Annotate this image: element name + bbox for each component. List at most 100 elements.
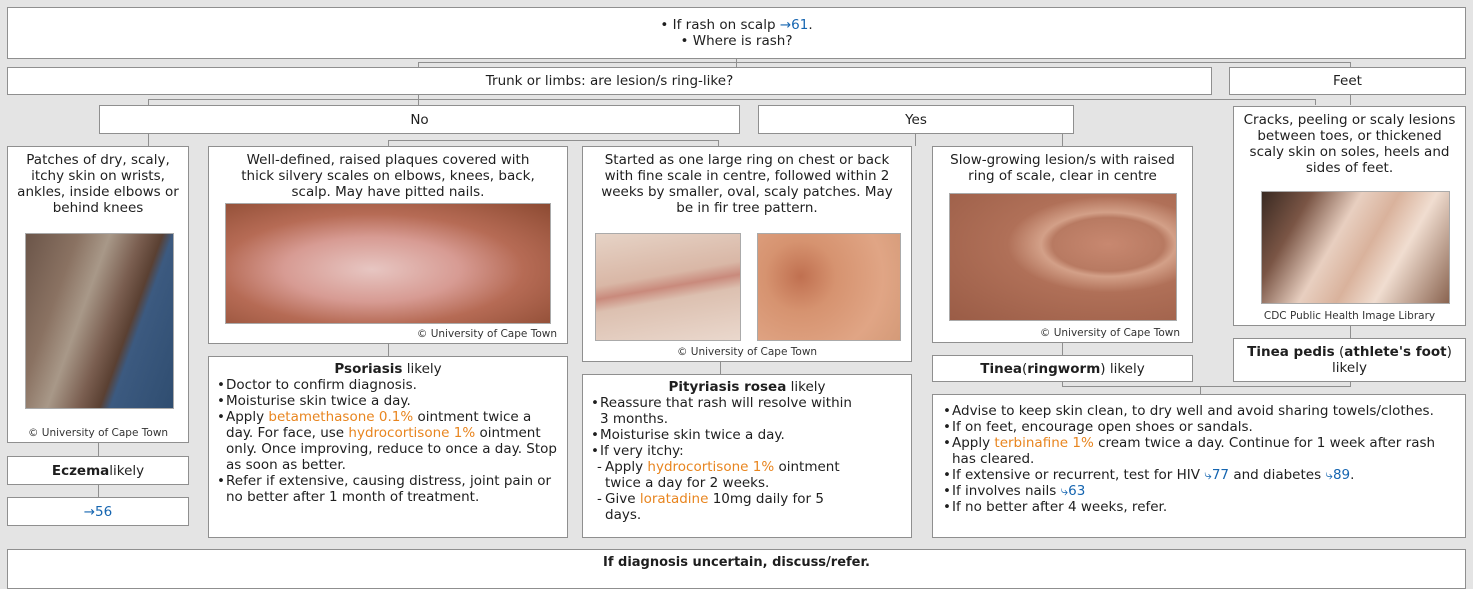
list-item: Apply betamethasone 0.1% ointment twice … [217,409,559,473]
yes-box: Yes [758,105,1074,134]
tinea-pedis-diagnosis-box: Tinea pedis (athlete's foot) likely [1233,338,1466,382]
list-item: If on feet, encourage open shoes or sand… [943,419,1453,435]
page-56-link[interactable]: →56 [84,504,113,520]
loratadine-drug: loratadine [640,491,709,507]
connector [1350,94,1351,105]
connector [1315,99,1316,105]
pityriasis-photo-credit: © University of Cape Town [583,346,911,358]
scalp-question: If rash on scalp [673,17,780,33]
psoriasis-management-list: Doctor to confirm diagnosis. Moisturise … [217,377,559,505]
connector [148,99,1316,100]
connector [1062,343,1063,355]
no-box: No [99,105,740,134]
psoriasis-name: Psoriasis [334,361,402,377]
list-item: If very itchy: [591,443,863,459]
pityriasis-management-box: Pityriasis rosea likely Reassure that ra… [582,374,912,538]
connector [1062,134,1063,146]
eczema-likely: likely [109,463,144,479]
list-item: If involves nails ⤷63 [943,483,1453,499]
tinea-management-box: Advise to keep skin clean, to dry well a… [932,394,1466,538]
tinea-management-list: Advise to keep skin clean, to dry well a… [943,403,1453,515]
hydrocortisone-drug: hydrocortisone 1% [647,459,774,475]
connector [388,344,389,356]
list-item: Reassure that rash will resolve within 3… [591,395,863,427]
uncertain-diagnosis-box: If diagnosis uncertain, discuss/refer. [7,549,1466,589]
connector [148,134,149,146]
pityriasis-photo-2 [757,233,901,341]
tinea-photo [949,193,1177,321]
scalp-question-end: . [808,17,812,33]
page-77-link[interactable]: ⤷77 [1204,467,1229,483]
connector [98,485,99,497]
ringworm-name: ringworm [1027,361,1100,377]
eczema-photo-credit: © University of Cape Town [8,427,188,439]
tinea-pedis-name: Tinea pedis [1247,344,1335,360]
tinea-description: Slow-growing lesion/s with raised ring o… [933,147,1192,184]
trunk-limbs-question: Trunk or limbs: are lesion/s ring-like? [486,73,734,89]
connector [915,134,916,146]
connector [98,442,99,456]
hydrocortisone-drug: hydrocortisone 1% [348,425,475,441]
psoriasis-photo [225,203,551,324]
tinea-pedis-paren-close: ) [1447,344,1452,360]
tinea-name: Tinea [980,361,1022,377]
connector [1200,386,1201,394]
feet-box: Feet [1229,67,1466,95]
connector [1062,386,1351,387]
eczema-description-box: Patches of dry, scaly, itchy skin on wri… [7,146,189,443]
psoriasis-description-box: Well-defined, raised plaques covered wit… [208,146,568,344]
feet-label: Feet [1333,73,1362,89]
pityriasis-management-list: Reassure that rash will resolve within 3… [591,395,903,523]
no-label: No [410,112,428,128]
tinea-photo-credit: © University of Cape Town [933,327,1192,339]
psoriasis-description: Well-defined, raised plaques covered wit… [209,147,567,200]
connector [1350,326,1351,338]
trunk-limbs-question-box: Trunk or limbs: are lesion/s ring-like? [7,67,1212,95]
connector [418,62,1351,63]
tinea-pedis-likely: likely [1332,360,1367,376]
tinea-pedis-paren-open: ( [1335,344,1345,360]
uncertain-diagnosis-text: If diagnosis uncertain, discuss/refer. [8,550,1465,570]
list-item: Refer if extensive, causing distress, jo… [217,473,559,505]
pityriasis-description-box: Started as one large ring on chest or ba… [582,146,912,362]
athletes-foot-name: athlete's foot [1344,344,1446,360]
connector [388,140,718,141]
pityriasis-description: Started as one large ring on chest or ba… [583,147,911,216]
list-item: Moisturise skin twice a day. [591,427,863,443]
rash-location-question: Where is rash? [693,33,793,49]
tinea-pedis-photo-credit: CDC Public Health Image Library [1234,310,1465,322]
tinea-likely: ) likely [1100,361,1144,377]
pityriasis-name: Pityriasis rosea [669,379,787,395]
list-item: If no better after 4 weeks, refer. [943,499,1453,515]
pityriasis-likely: likely [786,379,825,395]
page-63-link[interactable]: ⤷63 [1061,483,1086,499]
list-item: Give loratadine 10mg daily for 5 days. [591,491,863,523]
tinea-description-box: Slow-growing lesion/s with raised ring o… [932,146,1193,343]
connector [720,362,721,374]
list-item: Apply terbinafine 1% cream twice a day. … [943,435,1453,467]
list-item: Moisturise skin twice a day. [217,393,559,409]
list-item: Doctor to confirm diagnosis. [217,377,559,393]
terbinafine-drug: terbinafine 1% [994,435,1093,451]
tinea-pedis-photo [1261,191,1450,304]
tinea-diagnosis-box: Tinea (ringworm) likely [932,355,1193,382]
psoriasis-likely: likely [402,361,441,377]
scalp-question-box: • If rash on scalp →61. • Where is rash? [7,7,1466,59]
betamethasone-drug: betamethasone 0.1% [268,409,413,425]
eczema-name: Eczema [52,463,109,479]
eczema-diagnosis-box: Eczema likely [7,456,189,485]
tinea-pedis-description-box: Cracks, peeling or scaly lesions between… [1233,106,1466,326]
list-item: Apply hydrocortisone 1% ointment twice a… [591,459,863,491]
page-89-link[interactable]: ⤷89 [1325,467,1350,483]
list-item: If extensive or recurrent, test for HIV … [943,467,1453,483]
psoriasis-photo-credit: © University of Cape Town [209,328,567,340]
psoriasis-management-box: Psoriasis likely Doctor to confirm diagn… [208,356,568,538]
page-61-link[interactable]: →61 [780,17,809,33]
list-item: Advise to keep skin clean, to dry well a… [943,403,1453,419]
yes-label: Yes [905,112,927,128]
tinea-pedis-description: Cracks, peeling or scaly lesions between… [1234,107,1465,176]
eczema-ref-box: →56 [7,497,189,526]
pityriasis-photo-1 [595,233,741,341]
eczema-description: Patches of dry, scaly, itchy skin on wri… [8,147,188,216]
eczema-photo [25,233,174,409]
